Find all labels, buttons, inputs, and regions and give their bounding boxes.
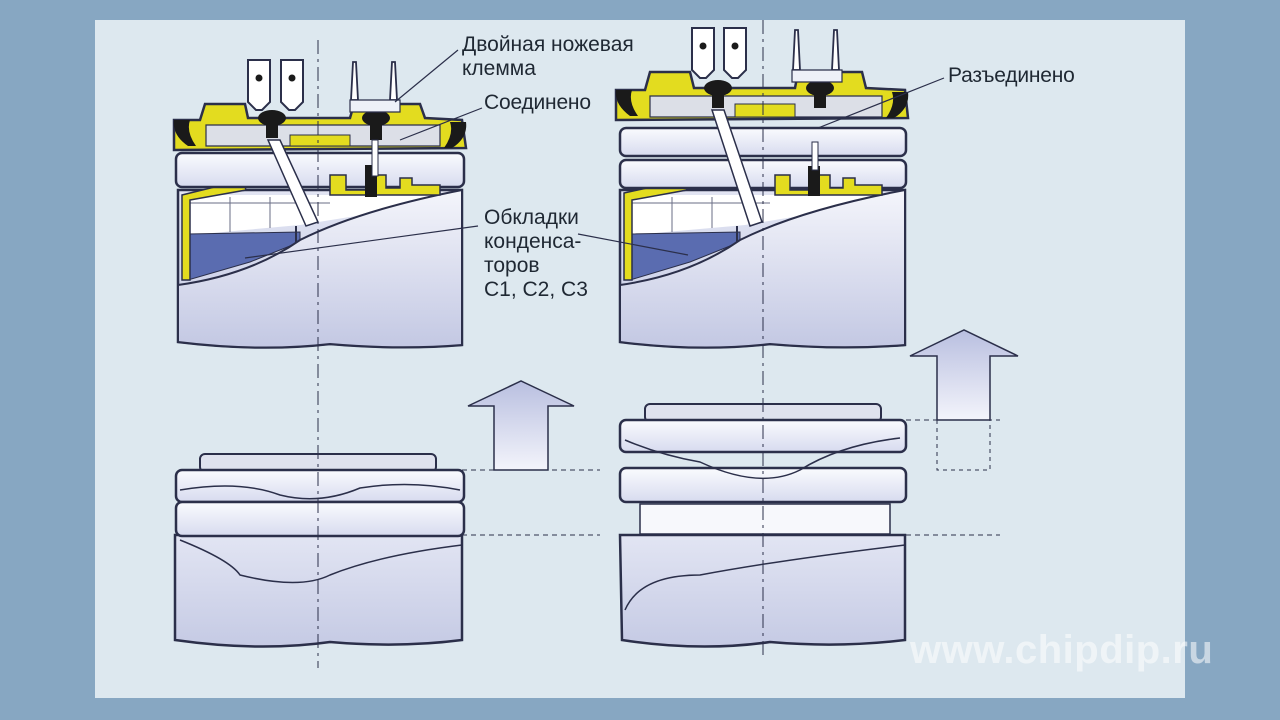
up-arrow-left: [467, 380, 575, 471]
label-connected: Соединено: [484, 91, 591, 114]
label-disconnected: Разъединено: [948, 64, 1075, 87]
capacitor-connected: [172, 59, 468, 349]
label-plates-line1: Обкладки: [484, 206, 579, 229]
watermark: www.chipdip.ru: [910, 628, 1214, 672]
label-knife-terminal-line2: клемма: [462, 57, 536, 80]
label-plates-line4: C1, C2, C3: [484, 278, 588, 301]
label-knife-terminal-line1: Двойная ножевая: [462, 33, 634, 56]
label-plates-line2: конденса-: [484, 230, 582, 253]
guide-lines: [317, 20, 1000, 668]
label-capacitor-plates: Обкладки конденса- торов C1, C2, C3: [484, 206, 588, 302]
label-plates-line3: торов: [484, 254, 540, 277]
leader-lines: [244, 49, 945, 259]
up-arrow-right: [909, 329, 1019, 471]
capacitor-bottom-right: [618, 403, 908, 648]
capacitor-disconnected: [614, 27, 910, 349]
capacitor-bottom-left: [173, 453, 466, 648]
label-knife-terminal: Двойная ножевая клемма: [462, 33, 634, 81]
